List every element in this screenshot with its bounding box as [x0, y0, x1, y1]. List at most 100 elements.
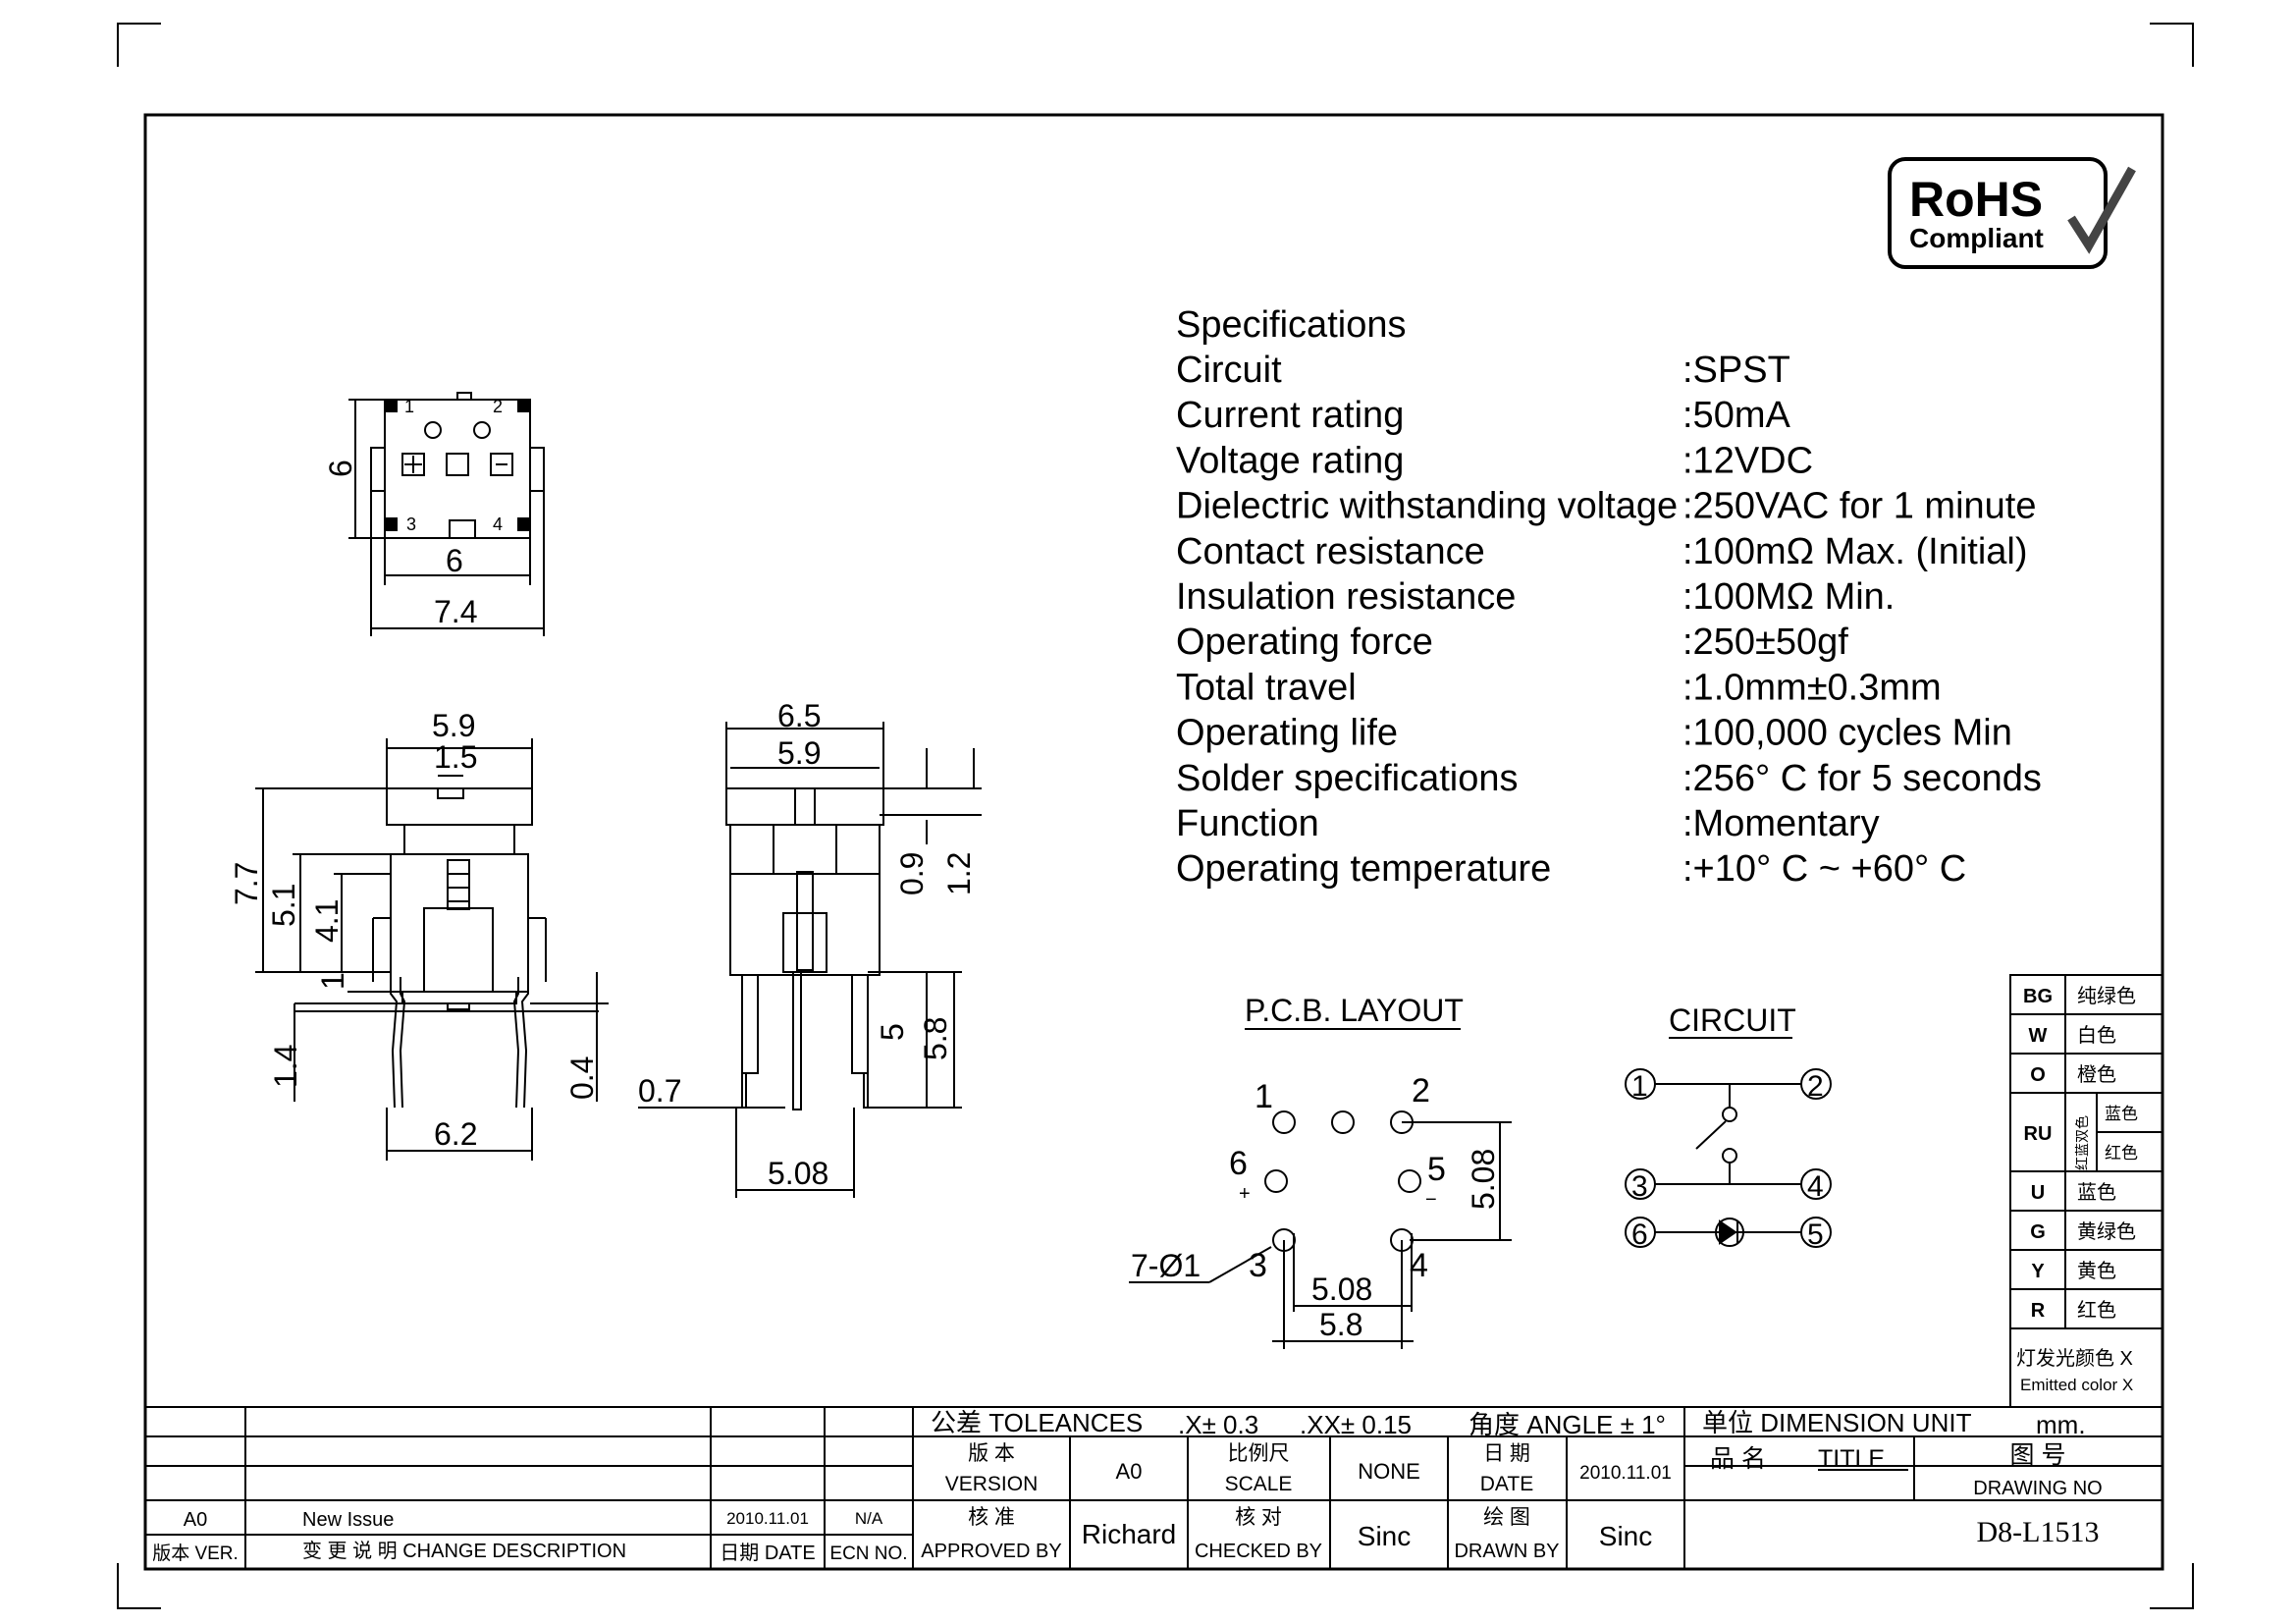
color-code-r: R	[2031, 1300, 2046, 1322]
approved-value: Richard	[1082, 1519, 1176, 1549]
front-dim-height-14: 1.4	[268, 1045, 303, 1088]
approved-en: APPROVED BY	[921, 1541, 1061, 1562]
tolerance-x: .X± 0.3	[1178, 1410, 1258, 1439]
circuit-node-1: 1	[1631, 1070, 1648, 1103]
specs-heading: Specifications	[1176, 304, 1406, 346]
side-dim-07: 0.7	[638, 1073, 681, 1109]
color-footer-cn: 灯发光颜色 X	[2016, 1347, 2133, 1370]
name-cn: 品 名	[1710, 1445, 1766, 1473]
drawing-no-value: D8-L1513	[1977, 1516, 2100, 1548]
spec-value: :256° C for 5 seconds	[1682, 758, 2042, 799]
corner-marks	[117, 23, 2194, 1609]
pcb-plus: +	[1239, 1183, 1251, 1205]
color-name-u: 蓝色	[2077, 1181, 2116, 1204]
scale-en: SCALE	[1225, 1473, 1293, 1495]
spec-value: :1.0mm±0.3mm	[1682, 667, 1942, 708]
top-view	[348, 392, 545, 636]
color-code-bg: BG	[2023, 986, 2053, 1007]
header-description: 变 更 说 明 CHANGE DESCRIPTION	[302, 1540, 626, 1562]
color-name-o: 橙色	[2077, 1063, 2116, 1086]
front-dim-total-height: 7.7	[229, 862, 264, 905]
header-ecn: ECN NO.	[829, 1543, 907, 1564]
side-dim-59: 5.9	[777, 735, 821, 771]
scale-cn: 比例尺	[1228, 1442, 1290, 1465]
color-name-w: 白色	[2077, 1024, 2116, 1047]
pcb-minus: −	[1425, 1189, 1437, 1211]
circuit-node-3: 3	[1631, 1170, 1648, 1203]
pcb-title: P.C.B. LAYOUT	[1245, 993, 1464, 1028]
side-dim-508: 5.08	[768, 1156, 828, 1191]
spec-label: Total travel	[1176, 667, 1357, 708]
pcb-layout: P.C.B. LAYOUT 1 2 3 4 5 6 +	[1129, 993, 1512, 1349]
spec-label: Insulation resistance	[1176, 576, 1516, 618]
checked-cn: 核 对	[1235, 1506, 1282, 1529]
color-code-ru: RU	[2024, 1123, 2053, 1145]
spec-value: :250±50gf	[1682, 622, 1848, 663]
circuit-node-4: 4	[1807, 1170, 1824, 1203]
top-pin-1: 1	[404, 397, 414, 416]
color-name-g: 黄绿色	[2077, 1220, 2136, 1243]
approved-cn: 核 准	[968, 1506, 1015, 1529]
spec-value: :250VAC for 1 minute	[1682, 486, 2036, 527]
rohs-title: RoHS	[1909, 172, 2043, 227]
side-dim-12: 1.2	[941, 852, 977, 895]
front-dim-cap-width: 1.5	[434, 739, 477, 775]
top-pin-3: 3	[406, 514, 416, 534]
front-dim-height-1: 1	[315, 972, 350, 990]
color-name-ru: 红蓝双色	[2074, 1115, 2090, 1170]
circuit-node-2: 2	[1807, 1070, 1824, 1103]
pcb-pin-5: 5	[1427, 1151, 1446, 1188]
date-cn: 日 期	[1483, 1442, 1530, 1465]
pcb-pin-2: 2	[1412, 1072, 1430, 1110]
color-code-u: U	[2031, 1182, 2045, 1204]
circuit-node-6: 6	[1631, 1218, 1648, 1251]
pcb-dim-58: 5.8	[1319, 1307, 1362, 1342]
side-dim-65: 6.5	[777, 698, 821, 733]
color-name-y: 黄色	[2077, 1260, 2116, 1282]
top-dim-height: 6	[323, 460, 358, 477]
spec-value: :100MΩ Min.	[1682, 576, 1895, 618]
spec-label: Function	[1176, 803, 1319, 844]
unit-label: 单位 DIMENSION UNIT	[1702, 1408, 1972, 1437]
pcb-dim-508-vertical: 5.08	[1466, 1149, 1501, 1210]
spec-label: Current rating	[1176, 395, 1404, 436]
spec-value: :12VDC	[1682, 440, 1813, 481]
title-block: 公差 TOLEANCES .X± 0.3 .XX± 0.15 角度 ANGLE …	[145, 1406, 2163, 1569]
color-name-r: 红色	[2077, 1299, 2116, 1322]
pcb-pin-6: 6	[1229, 1145, 1248, 1182]
spec-label: Solder specifications	[1176, 758, 1519, 799]
rohs-badge: RoHS Compliant	[1888, 157, 2136, 269]
front-dim-height-04: 0.4	[564, 1056, 600, 1100]
front-dim-height-51: 5.1	[266, 884, 301, 927]
spec-label: Dielectric withstanding voltage	[1176, 486, 1678, 527]
side-dim-58: 5.8	[918, 1017, 953, 1060]
color-sub-blue: 蓝色	[2105, 1105, 2138, 1123]
rohs-subtitle: Compliant	[1909, 223, 2044, 253]
check-icon	[2067, 166, 2136, 254]
spec-value: :100mΩ Max. (Initial)	[1682, 531, 2028, 572]
top-dim-outer-width: 7.4	[434, 594, 477, 629]
tolerance-xx: .XX± 0.15	[1300, 1410, 1412, 1439]
front-dim-top-width: 5.9	[432, 708, 475, 743]
drawing-no-cn: 图 号	[2010, 1441, 2066, 1469]
front-dim-bottom-width: 6.2	[434, 1116, 477, 1152]
drawn-cn: 绘 图	[1483, 1506, 1530, 1529]
title-en: TITLE	[1818, 1445, 1885, 1473]
revision-version: A0	[184, 1509, 207, 1531]
version-value: A0	[1116, 1459, 1143, 1484]
spec-label: Circuit	[1176, 350, 1282, 391]
pcb-pin-4: 4	[1410, 1247, 1428, 1284]
revision-ecn: N/A	[855, 1509, 883, 1528]
spec-value: :+10° C ~ +60° C	[1682, 848, 1966, 890]
angle-tolerance: 角度 ANGLE ± 1°	[1468, 1410, 1666, 1439]
front-view	[255, 738, 609, 1161]
tolerances-label: 公差 TOLEANCES	[931, 1408, 1143, 1437]
spec-label: Operating force	[1176, 622, 1433, 663]
drawn-en: DRAWN BY	[1454, 1541, 1559, 1562]
front-dim-height-41: 4.1	[309, 899, 345, 943]
top-pin-4: 4	[493, 514, 503, 534]
spec-label: Contact resistance	[1176, 531, 1485, 572]
pcb-holes: 7-Ø1	[1131, 1248, 1201, 1283]
spec-value: :Momentary	[1682, 803, 1880, 844]
